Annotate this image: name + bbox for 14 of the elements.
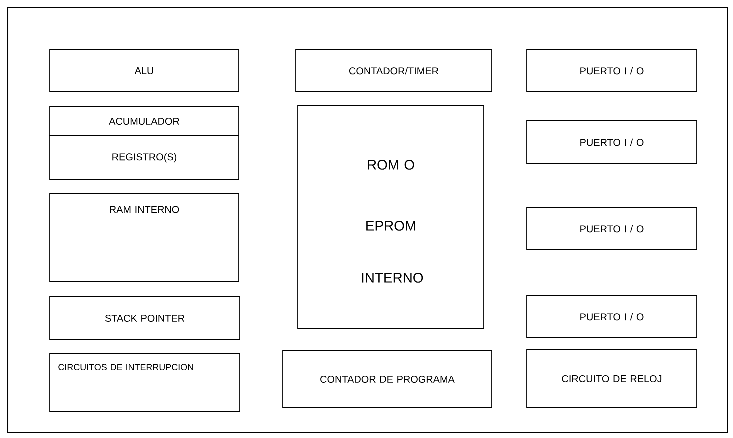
component-box: CONTADOR DE PROGRAMA xyxy=(282,350,492,408)
component-box: PUERTO I / O xyxy=(526,120,698,164)
component-box: ACUMULADOR xyxy=(50,106,240,136)
component-box: RAM INTERNO xyxy=(50,194,240,282)
component-box: PUERTO I / O xyxy=(526,296,698,338)
component-box: ALU xyxy=(50,50,240,92)
memory-block: ROM O EPROM INTERNO xyxy=(298,106,484,330)
component-box: CIRCUITO DE RELOJ xyxy=(526,350,698,408)
component-box: CIRCUITOS DE INTERRUPCION xyxy=(50,354,240,412)
component-box: CONTADOR/TIMER xyxy=(296,50,492,92)
component-box: PUERTO I / O xyxy=(526,50,698,92)
component-box: STACK POINTER xyxy=(50,296,240,340)
component-box: PUERTO I / O xyxy=(526,208,698,250)
component-box: REGISTRO(S) xyxy=(50,136,240,180)
